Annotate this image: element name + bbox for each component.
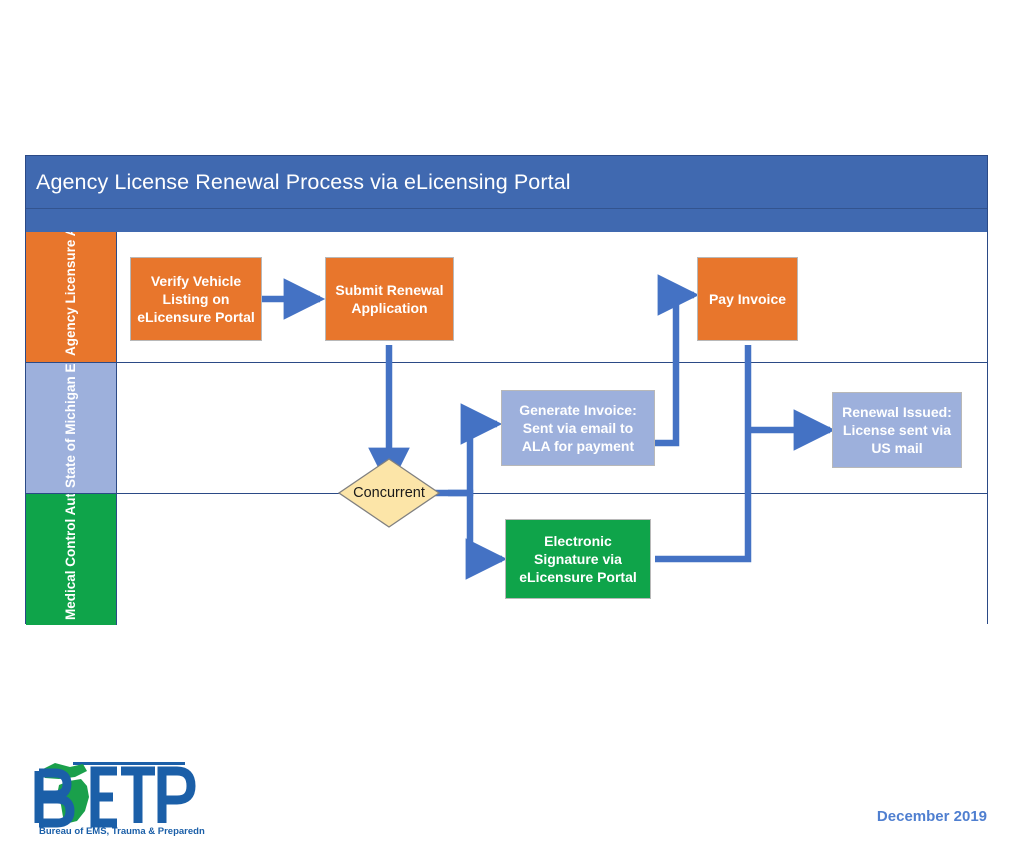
betp-logo-subtitle: Bureau of EMS, Trauma & Preparedness	[39, 826, 205, 837]
page-title: Agency License Renewal Process via eLice…	[36, 169, 571, 194]
node-concurrent-decision[interactable]: Concurrent	[337, 458, 441, 528]
node-label: Concurrent	[353, 485, 425, 501]
node-generate-invoice[interactable]: Generate Invoice: Sent via email to ALA …	[501, 390, 655, 466]
lane-mca: Medical Control Authority (MCA)	[26, 493, 987, 625]
lane-label-ala: Agency Licensure Administrator (ALA)	[63, 232, 79, 356]
node-renewal-issued[interactable]: Renewal Issued: License sent via US mail	[832, 392, 962, 468]
node-label: Verify Vehicle Listing on eLicensure Por…	[137, 272, 255, 326]
lane-header-som: State of Michigan EMS (SOM)	[26, 363, 117, 493]
node-pay-invoice[interactable]: Pay Invoice	[697, 257, 798, 341]
node-electronic-signature[interactable]: Electronic Signature via eLicensure Port…	[505, 519, 651, 599]
header-subband	[26, 208, 987, 233]
node-label: Submit Renewal Application	[335, 281, 444, 316]
betp-logo: Bureau of EMS, Trauma & Preparedness	[25, 755, 221, 837]
slide-date: December 2019	[876, 808, 987, 825]
lane-header-ala: Agency Licensure Administrator (ALA)	[26, 232, 117, 362]
node-label: Generate Invoice: Sent via email to ALA …	[519, 401, 637, 455]
node-submit-renewal-application[interactable]: Submit Renewal Application	[325, 257, 454, 341]
diamond-shape	[337, 458, 441, 528]
node-verify-vehicle-listing[interactable]: Verify Vehicle Listing on eLicensure Por…	[130, 257, 262, 341]
lane-label-som: State of Michigan EMS (SOM)	[63, 363, 79, 488]
node-label: Renewal Issued: License sent via US mail	[842, 403, 952, 457]
diagram-header: Agency License Renewal Process via eLice…	[26, 156, 987, 208]
node-label: Electronic Signature via eLicensure Port…	[519, 532, 637, 586]
lane-label-mca: Medical Control Authority (MCA)	[63, 494, 79, 620]
betp-logo-mark: Bureau of EMS, Trauma & Preparedness	[34, 762, 221, 837]
lane-header-mca: Medical Control Authority (MCA)	[26, 494, 117, 625]
node-label: Pay Invoice	[708, 290, 787, 307]
